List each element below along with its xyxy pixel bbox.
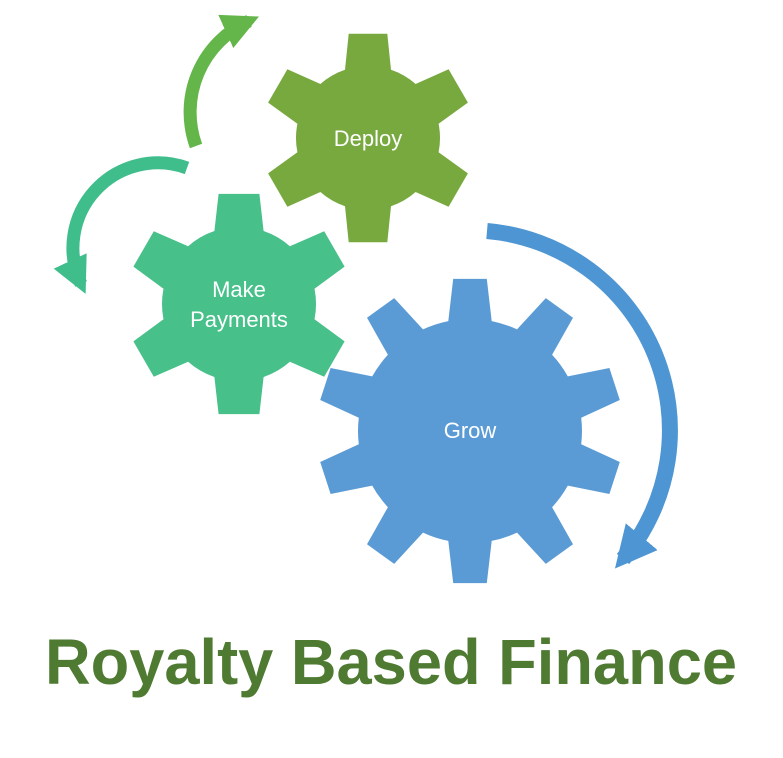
cycle-arrow-down-right — [486, 223, 678, 569]
make-payments-gear — [133, 193, 345, 415]
cycle-arrow-down-left — [53, 156, 190, 294]
deploy-gear-label: Deploy — [334, 126, 402, 151]
diagram-title: Royalty Based Finance — [45, 626, 737, 698]
grow-gear-label: Grow — [444, 418, 497, 443]
deploy-gear — [268, 33, 468, 243]
make-payments-gear-label-line1: Make — [212, 277, 266, 302]
make-payments-gear-label-line2: Payments — [190, 307, 288, 332]
cycle-arrow-up — [183, 14, 259, 149]
grow-gear — [320, 278, 620, 584]
